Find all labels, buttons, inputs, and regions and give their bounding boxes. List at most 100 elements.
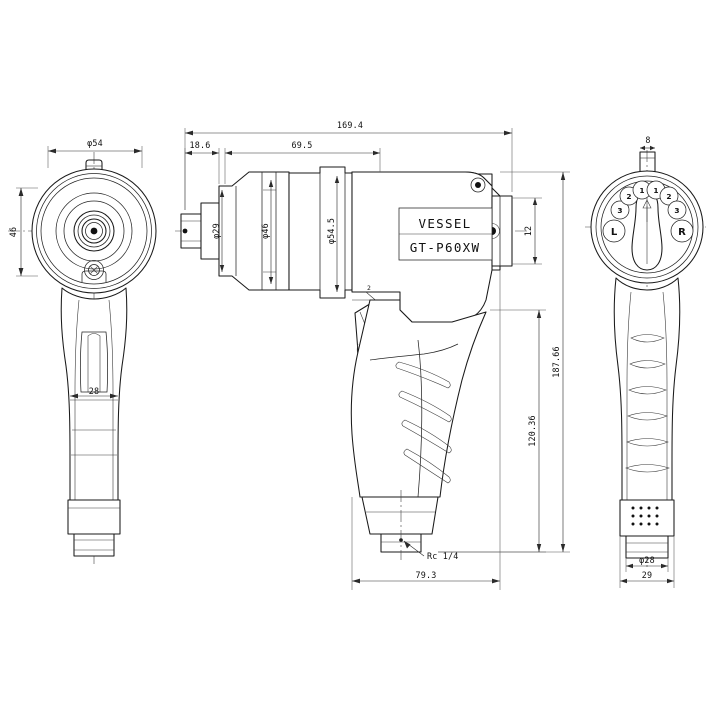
rear-view-exhaust-holes <box>631 506 659 526</box>
side-view-hanger-lug <box>470 177 486 193</box>
dim-front-diameter: φ54 <box>47 138 143 168</box>
dim-hanger-width-text: 8 <box>645 135 650 145</box>
dim-rear-cap-text: 12 <box>523 226 533 236</box>
side-view-groove-4 <box>403 448 451 484</box>
front-view-housing-inner-2 <box>40 177 148 285</box>
dial-marker-right-label: R <box>678 227 686 238</box>
nameplate-brand: VESSEL <box>419 216 472 231</box>
side-view-hammer-case <box>218 171 290 291</box>
front-view-group: φ54 46 28 <box>8 138 157 565</box>
rear-view-groove-2 <box>629 360 666 369</box>
dial-pos-right-2-label: 2 <box>666 192 671 201</box>
dial-pos-left-3 <box>610 200 630 220</box>
rear-view-handle-inner-right <box>662 291 668 500</box>
dim-hanger-width: 8 <box>640 135 655 151</box>
front-view-ring-30 <box>63 200 125 262</box>
front-view-boss-bracket <box>81 270 107 282</box>
side-view-hanger-lug-center <box>475 182 481 188</box>
dim-barrel-diameter: φ46 <box>260 180 274 284</box>
side-view-groove-1 <box>395 361 451 389</box>
front-view-lower-boss <box>84 260 104 280</box>
rear-view-hanger <box>639 151 656 177</box>
front-view-grip-panel <box>79 331 109 393</box>
dim-barrel-length-text: 69.5 <box>292 140 313 150</box>
side-view-grip-panel-top <box>369 343 459 361</box>
callout-air-inlet-text: Rc 1/4 <box>427 551 458 561</box>
front-view-ring-16 <box>77 214 111 248</box>
dial-pos-right-3 <box>667 200 687 220</box>
dim-rear-grip-diameter-text: φ28 <box>639 555 655 565</box>
side-view-groove-2 <box>398 390 452 423</box>
dial-pos-left-3-label: 3 <box>617 206 622 215</box>
front-view-ring-20 <box>73 210 115 252</box>
dim-grip-height-text: 120.36 <box>527 415 537 446</box>
front-view-grip-detail <box>87 333 101 393</box>
front-view-hanger <box>85 159 103 173</box>
side-view-group: VESSEL GT-P60XW <box>175 120 570 590</box>
front-view-handle-inner-right <box>108 299 114 500</box>
dim-front-grip-width-text: 28 <box>89 386 99 396</box>
dim-rear-grip-width-text: 29 <box>642 570 652 580</box>
dim-grip-depth: 79.3 <box>351 270 501 590</box>
rear-view-dial-positions: 3 2 1 1 2 3 <box>610 180 687 220</box>
dim-front-diameter-text: φ54 <box>87 138 103 148</box>
side-view-drive-pin <box>182 228 188 234</box>
dim-overall-height-text: 187.66 <box>551 346 561 377</box>
dim-barrel-diameter-text: φ46 <box>260 223 270 239</box>
rear-view-groove-5 <box>626 438 669 447</box>
side-view-motor-housing <box>288 166 353 299</box>
callout-trigger-text: 2 <box>367 284 371 292</box>
dim-rear-grip-diameter: φ28 <box>625 555 669 572</box>
dim-housing-diameter-text: φ54.5 <box>326 218 336 244</box>
front-view-handle-inner-left <box>74 299 80 500</box>
rear-view-group: 3 2 1 1 2 3 L R <box>585 135 706 588</box>
dial-marker-left-circle <box>602 219 626 243</box>
dial-pos-right-1-label: 1 <box>653 186 658 195</box>
front-view-housing-inner-1 <box>36 173 152 289</box>
rear-view-groove-3 <box>628 386 667 395</box>
dim-front-grip-width: 28 <box>70 386 118 399</box>
dim-grip-depth-text: 79.3 <box>416 570 437 580</box>
rear-view-groove-1 <box>630 334 665 343</box>
nameplate-model: GT-P60XW <box>410 240 481 255</box>
side-view-case-grooves <box>263 189 276 273</box>
rear-view-inlet-collar <box>625 535 669 559</box>
dim-nose-length: 18.6 <box>184 140 220 210</box>
dim-anvil-diameter-text: φ29 <box>211 223 221 239</box>
dim-grip-height: 120.36 <box>438 309 546 553</box>
dial-marker-right-circle <box>670 219 694 243</box>
dim-nose-length-text: 18.6 <box>190 140 211 150</box>
front-view-ring-38 <box>55 192 133 270</box>
rear-view-housing-ring-1 <box>595 175 699 279</box>
rear-view-groove-4 <box>627 412 668 421</box>
front-view-lower-boss-inner <box>88 264 100 276</box>
dial-marker-left-label: L <box>611 227 618 238</box>
dim-anvil-diameter: φ29 <box>211 190 225 272</box>
rear-view-handle-inner-left <box>626 291 632 500</box>
front-view-inlet-collar <box>73 533 115 557</box>
front-view-boss-cross <box>90 266 98 274</box>
rear-view-handle <box>613 277 681 501</box>
callout-air-inlet-thread: Rc 1/4 <box>403 540 458 561</box>
dim-rear-grip-width: 29 <box>619 536 675 588</box>
dim-housing-diameter: φ54.5 <box>326 176 340 292</box>
rear-view-groove-6 <box>625 464 670 473</box>
front-view-ring-8 <box>85 222 103 240</box>
dim-front-height-text: 46 <box>8 227 18 237</box>
dim-rear-cap: 12 <box>512 197 542 265</box>
dim-overall-length-text: 169.4 <box>337 120 363 130</box>
dial-pos-left-2-label: 2 <box>626 192 631 201</box>
front-view-drive-center <box>90 227 98 235</box>
dial-pos-left-1-label: 1 <box>639 186 644 195</box>
dial-pos-right-2 <box>659 186 679 206</box>
front-view-ring-12 <box>81 218 107 244</box>
front-view-handle <box>60 287 128 501</box>
rear-view-inlet-body <box>619 499 675 537</box>
rear-view-housing-ring-2 <box>600 180 694 274</box>
dial-pos-right-3-label: 3 <box>674 206 679 215</box>
dim-barrel-length: 69.5 <box>224 140 381 184</box>
front-view-grip-lines <box>71 429 117 456</box>
dim-front-height: 46 <box>8 187 38 277</box>
side-view-grip-panel-edge <box>417 339 423 498</box>
